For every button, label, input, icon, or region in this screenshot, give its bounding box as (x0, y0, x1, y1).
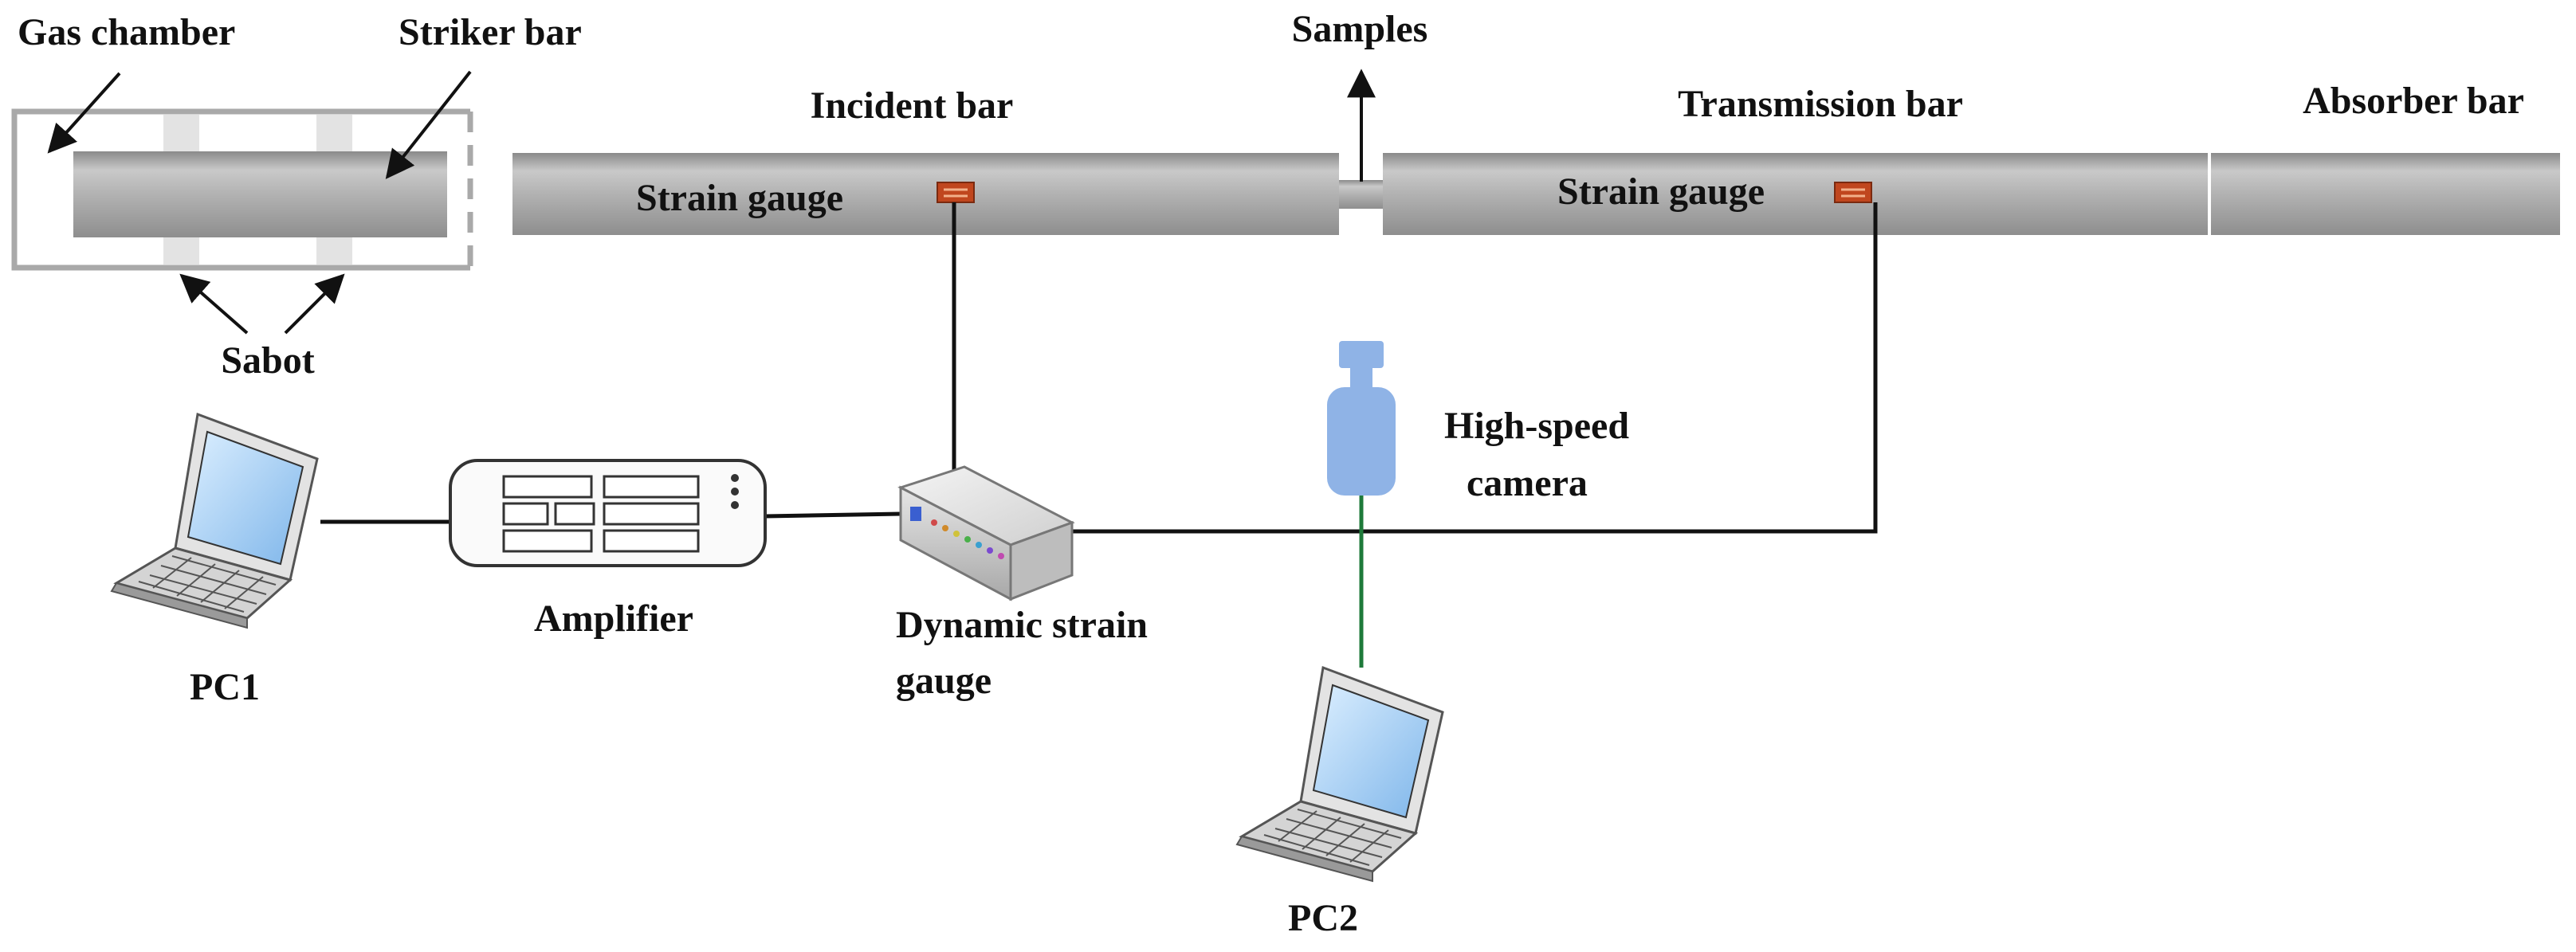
label-striker-bar: Striker bar (399, 11, 582, 53)
label-pc2: PC2 (1288, 897, 1358, 939)
sample (1339, 180, 1383, 209)
transmission-bar (1383, 153, 2208, 235)
annotation-arrows (47, 69, 1376, 335)
sabot-front-left (163, 237, 199, 264)
gas-chamber (11, 108, 473, 271)
amplifier-icon (449, 459, 767, 567)
label-dynamic-strain-line1: Dynamic strain (896, 604, 1148, 646)
absorber-bar (2211, 153, 2560, 235)
sabot-front-right (316, 237, 352, 264)
label-gas-chamber: Gas chamber (18, 11, 235, 53)
label-samples: Samples (1292, 8, 1428, 50)
label-incident-bar: Incident bar (811, 84, 1014, 127)
strain-gauge-icon (937, 182, 975, 203)
laptop-icon (1235, 665, 1444, 883)
label-high-speed-line2: camera (1467, 462, 1588, 504)
label-high-speed-line1: High-speed (1444, 405, 1629, 447)
label-strain-gauge-transmission: Strain gauge (1557, 170, 1765, 213)
signal-wires (320, 202, 1878, 534)
label-absorber-bar: Absorber bar (2303, 80, 2524, 122)
label-dynamic-strain-line2: gauge (896, 660, 992, 702)
incident-bar (512, 153, 1339, 235)
label-transmission-bar: Transmission bar (1678, 83, 1963, 125)
label-strain-gauge-incident: Strain gauge (636, 177, 843, 219)
laptop-icon (110, 412, 319, 629)
striker-bar (73, 151, 447, 237)
high-speed-camera-icon (1327, 341, 1396, 496)
strain-gauge-icon (1834, 182, 1872, 203)
label-pc1: PC1 (190, 666, 260, 708)
dynamic-strain-gauge-icon (897, 465, 1075, 601)
label-sabot: Sabot (221, 339, 314, 382)
label-amplifier: Amplifier (534, 597, 693, 640)
